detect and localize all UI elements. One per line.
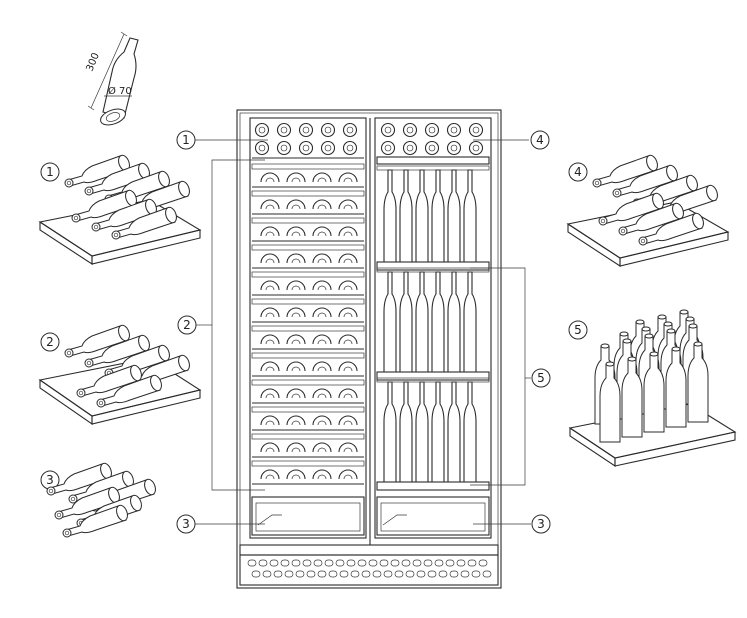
callout-3-right: 3: [531, 514, 551, 534]
right-top-shelf: [376, 122, 490, 165]
svg-text:5: 5: [574, 323, 582, 337]
callout-5-right: 5: [531, 368, 551, 388]
svg-text:5: 5: [537, 371, 545, 385]
left-compartment: [249, 117, 367, 539]
svg-text:4: 4: [536, 133, 544, 147]
callout-4-right: 4: [530, 130, 550, 150]
svg-text:3: 3: [537, 517, 545, 531]
svg-text:3: 3: [46, 473, 54, 487]
shelf-type-4-illustration: 4: [566, 154, 730, 268]
bottle-dimension-illustration: 300 Ø 70: [85, 31, 139, 126]
callout-1-left: 1: [176, 130, 196, 150]
svg-text:1: 1: [46, 165, 54, 179]
right-compartment: [374, 117, 492, 539]
svg-text:3: 3: [182, 517, 190, 531]
svg-text:1: 1: [182, 133, 190, 147]
shelf-type-2-illustration: 2: [38, 324, 202, 426]
ventilation-grille: [239, 554, 499, 586]
bottom-drawers: [251, 496, 490, 536]
upright-bottles-illustration: 5: [568, 309, 737, 468]
diameter-dimension-label: Ø 70: [108, 85, 132, 97]
callout-lines: [194, 139, 531, 525]
shelf-type-1-illustration: 1: [38, 154, 202, 266]
svg-text:2: 2: [46, 335, 54, 349]
length-dimension-label: 300: [85, 51, 102, 73]
left-shelves: [251, 122, 365, 485]
callout-2-left: 2: [177, 315, 197, 335]
right-upright-sections: [376, 165, 490, 491]
svg-text:4: 4: [574, 165, 582, 179]
callout-3-left: 3: [176, 514, 196, 534]
wine-cabinet: [236, 109, 502, 589]
svg-text:2: 2: [183, 318, 191, 332]
stacked-bottles-illustration: 3: [40, 462, 156, 538]
vent-slots: [247, 559, 492, 578]
